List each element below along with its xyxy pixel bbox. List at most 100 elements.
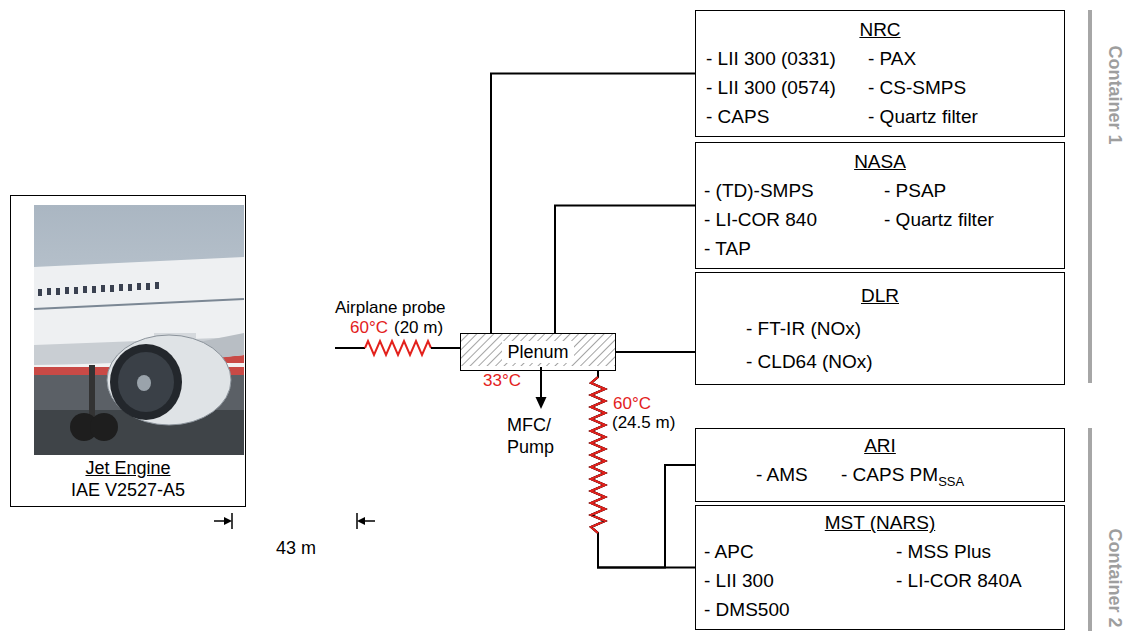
photo-spinner (137, 375, 151, 391)
label-cell: 33°C (483, 371, 521, 391)
text-cell: - MSS Plus (896, 537, 991, 566)
text-cell: MST (NARS) (696, 508, 1064, 537)
text-cell: Jet Engine (11, 458, 245, 479)
instrument-item: - LII 300 (0574) (706, 77, 836, 98)
text-cell: NASA (696, 147, 1064, 176)
box-heading: DLR (861, 285, 899, 306)
box-heading: NRC (859, 19, 900, 40)
text-cell: ARI (696, 431, 1064, 460)
temperature-label: 60°C (350, 318, 388, 337)
text-cell: - PAX (868, 44, 916, 73)
label-cell: Container 2 (1105, 528, 1125, 627)
text-cell: - LI-COR 840A (896, 566, 1022, 595)
instrument-item: - LII 300 (704, 570, 774, 591)
text-cell: - CAPS (706, 102, 769, 131)
dimension-arrow (224, 517, 232, 525)
instrument-item: - MSS Plus (896, 541, 991, 562)
instrument-item: - PAX (868, 48, 916, 69)
photo-sky (34, 205, 244, 455)
instrument-item: - TAP (704, 238, 751, 259)
pipe-connector (591, 371, 695, 568)
text-cell: - LI-COR 840 (704, 205, 817, 234)
pipe-connector (591, 371, 695, 568)
engine-box: Jet EngineIAE V2527-A5 (10, 195, 246, 507)
instrument-item: - (TD)-SMPS (704, 180, 814, 201)
text-cell: Plenum (461, 334, 615, 370)
instrument-item: - LII 300 (0331) (706, 48, 836, 69)
text-cell: - PSAP (884, 176, 946, 205)
probe-line (335, 347, 365, 349)
instrument-box: DLR- FT-IR (NOx) - CLD64 (NOx) (695, 272, 1065, 385)
instrument-box: NRC - LII 300 (0331) - PAX - LII 300 (0574)… (695, 10, 1065, 137)
dimension-line (361, 520, 375, 522)
instrument-box: ARI - AMS - CAPS PMSSA (695, 428, 1065, 502)
photo-nacelle (107, 335, 231, 425)
text-cell: - (TD)-SMPS (704, 176, 814, 205)
text-cell: - Quartz filter (884, 205, 994, 234)
temperature-label: 60°C (613, 394, 651, 413)
text-cell: IAE V2527-A5 (11, 480, 245, 501)
instrument-item: - CAPS PM (841, 464, 938, 485)
probe-label: Airplane probe (335, 298, 446, 317)
text-cell: DLR (696, 279, 1064, 312)
plenum-box: Plenum (460, 333, 616, 371)
heated-line (365, 341, 431, 355)
label-cell: (24.5 m) (612, 413, 675, 433)
instrument-item: - CS-SMPS (868, 77, 966, 98)
photo-inlet (110, 344, 182, 420)
instrument-box: MST (NARS) - APC - MSS Plus - LII 300 - LI-C… (695, 505, 1065, 630)
text-cell: - DMS500 (704, 595, 790, 624)
container-bar (1088, 428, 1092, 631)
dimension-label: 43 m (276, 538, 316, 558)
photo-gear (89, 365, 95, 420)
engine-heading: Jet Engine (85, 458, 170, 478)
instrument-item: - Quartz filter (884, 209, 994, 230)
text-cell: - Quartz filter (868, 102, 978, 131)
text-cell: - FT-IR (NOx) (746, 312, 861, 345)
instrument-item: - CAPS (706, 106, 769, 127)
arrow-head (536, 397, 547, 409)
box-heading: MST (NARS) (825, 512, 935, 533)
exhaust-arrow (540, 367, 542, 399)
label-cell: Container 1 (1105, 45, 1125, 144)
length-label: (20 m) (394, 318, 443, 337)
instrument-item: - LI-COR 840 (704, 209, 817, 230)
container-label: Container 2 (1105, 528, 1125, 627)
subscript-text: SSA (938, 474, 964, 489)
temperature-label: 33°C (483, 371, 521, 390)
photo-windows (38, 282, 159, 296)
instrument-item: - FT-IR (NOx) (746, 318, 861, 339)
label-cell: Airplane probe (335, 298, 446, 318)
pipe-connector (555, 206, 695, 334)
engine-model: IAE V2527-A5 (71, 480, 185, 500)
container-bar (1088, 10, 1092, 383)
box-heading: NASA (854, 151, 906, 172)
photo-cheatline (34, 299, 244, 309)
text-cell: - APC (704, 537, 754, 566)
instrument-item: - AMS (756, 464, 808, 485)
photo-wheel (90, 413, 118, 441)
container-label: Container 1 (1105, 45, 1125, 144)
dimension-tick (231, 513, 233, 529)
instrument-item: - APC (704, 541, 754, 562)
instrument-item: - LI-COR 840A (896, 570, 1022, 591)
text-cell: - LII 300 (704, 566, 774, 595)
pipe-connector (616, 351, 695, 353)
instrument-item: - CLD64 (NOx) (746, 351, 873, 372)
box-heading: ARI (864, 435, 896, 456)
label-cell: (20 m) (394, 318, 443, 338)
text-cell: - CLD64 (NOx) (746, 345, 873, 378)
instrument-item: - PSAP (884, 180, 946, 201)
text-cell: - LII 300 (0574) (706, 73, 836, 102)
photo-fan (118, 352, 174, 412)
instrument-item: - Quartz filter (868, 106, 978, 127)
heated-line (591, 377, 605, 533)
pump-label: MFC/ Pump (507, 414, 554, 458)
hatch-fill (460, 333, 616, 366)
text-cell: - TAP (704, 234, 751, 263)
instrument-box: NASA - (TD)-SMPS - PSAP - LI-COR 840 - Quart… (695, 142, 1065, 269)
engine-photo (34, 205, 244, 455)
instrument-item: - DMS500 (704, 599, 790, 620)
plenum-label: Plenum (502, 341, 573, 363)
